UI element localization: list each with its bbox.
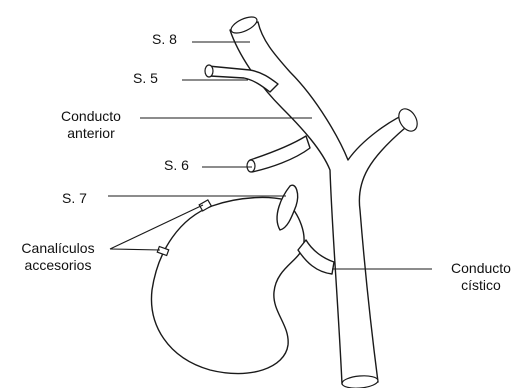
label-canaliculos-line2: accesorios xyxy=(6,257,110,274)
label-conducto-anterior: Conducto anterior xyxy=(45,108,137,142)
cystic-duct xyxy=(298,240,334,274)
label-s7: S. 7 xyxy=(62,190,87,207)
segment-6-duct xyxy=(250,136,310,172)
leader-line-canaliculos-lower xyxy=(110,249,160,250)
label-conducto-anterior-line1: Conducto xyxy=(45,108,137,125)
label-conducto-cistico-line2: cístico xyxy=(436,277,526,294)
label-conducto-cistico-line1: Conducto xyxy=(436,260,526,277)
label-s6: S. 6 xyxy=(164,157,189,174)
label-canaliculos-line1: Canalículos xyxy=(6,240,110,257)
label-conducto-cistico: Conducto cístico xyxy=(436,260,526,294)
label-s5: S. 5 xyxy=(133,70,158,87)
label-canaliculos-accesorios: Canalículos accesorios xyxy=(6,240,110,274)
label-s8: S. 8 xyxy=(152,31,177,48)
segment-5-duct-end xyxy=(205,65,213,77)
label-conducto-anterior-line2: anterior xyxy=(45,125,137,142)
segment-6-duct-end xyxy=(247,160,255,172)
